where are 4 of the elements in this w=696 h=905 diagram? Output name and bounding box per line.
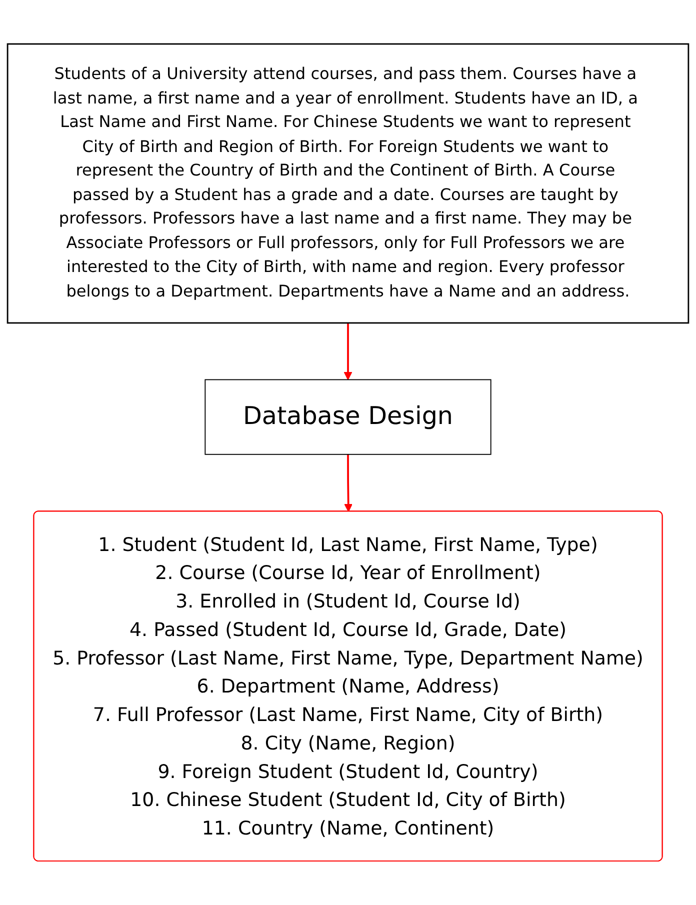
node-box: Students of a University attend courses, and pass them. Courses have a last name, a first name and a year of enrollment. Students have an ID, a Last Name and First Name. For Chinese Students we want to represent City of Birth and Region of Birth. For Foreign Students we want to represent the Country of Birth and the Continent of Birth. A Course passed by a Student has a grade and a date. Courses are taught by professors. Professors have a last name and a first name. They may be Associate Professors or Full professors, only for Full Professors we are interested to the City of Birth, with name and region. Every professor belongs to a Department. Departments have a Name and an address.: [6, 43, 690, 324]
arrow: [344, 322, 352, 380]
arrow: [344, 454, 352, 512]
node-box: Database Design: [204, 379, 492, 455]
